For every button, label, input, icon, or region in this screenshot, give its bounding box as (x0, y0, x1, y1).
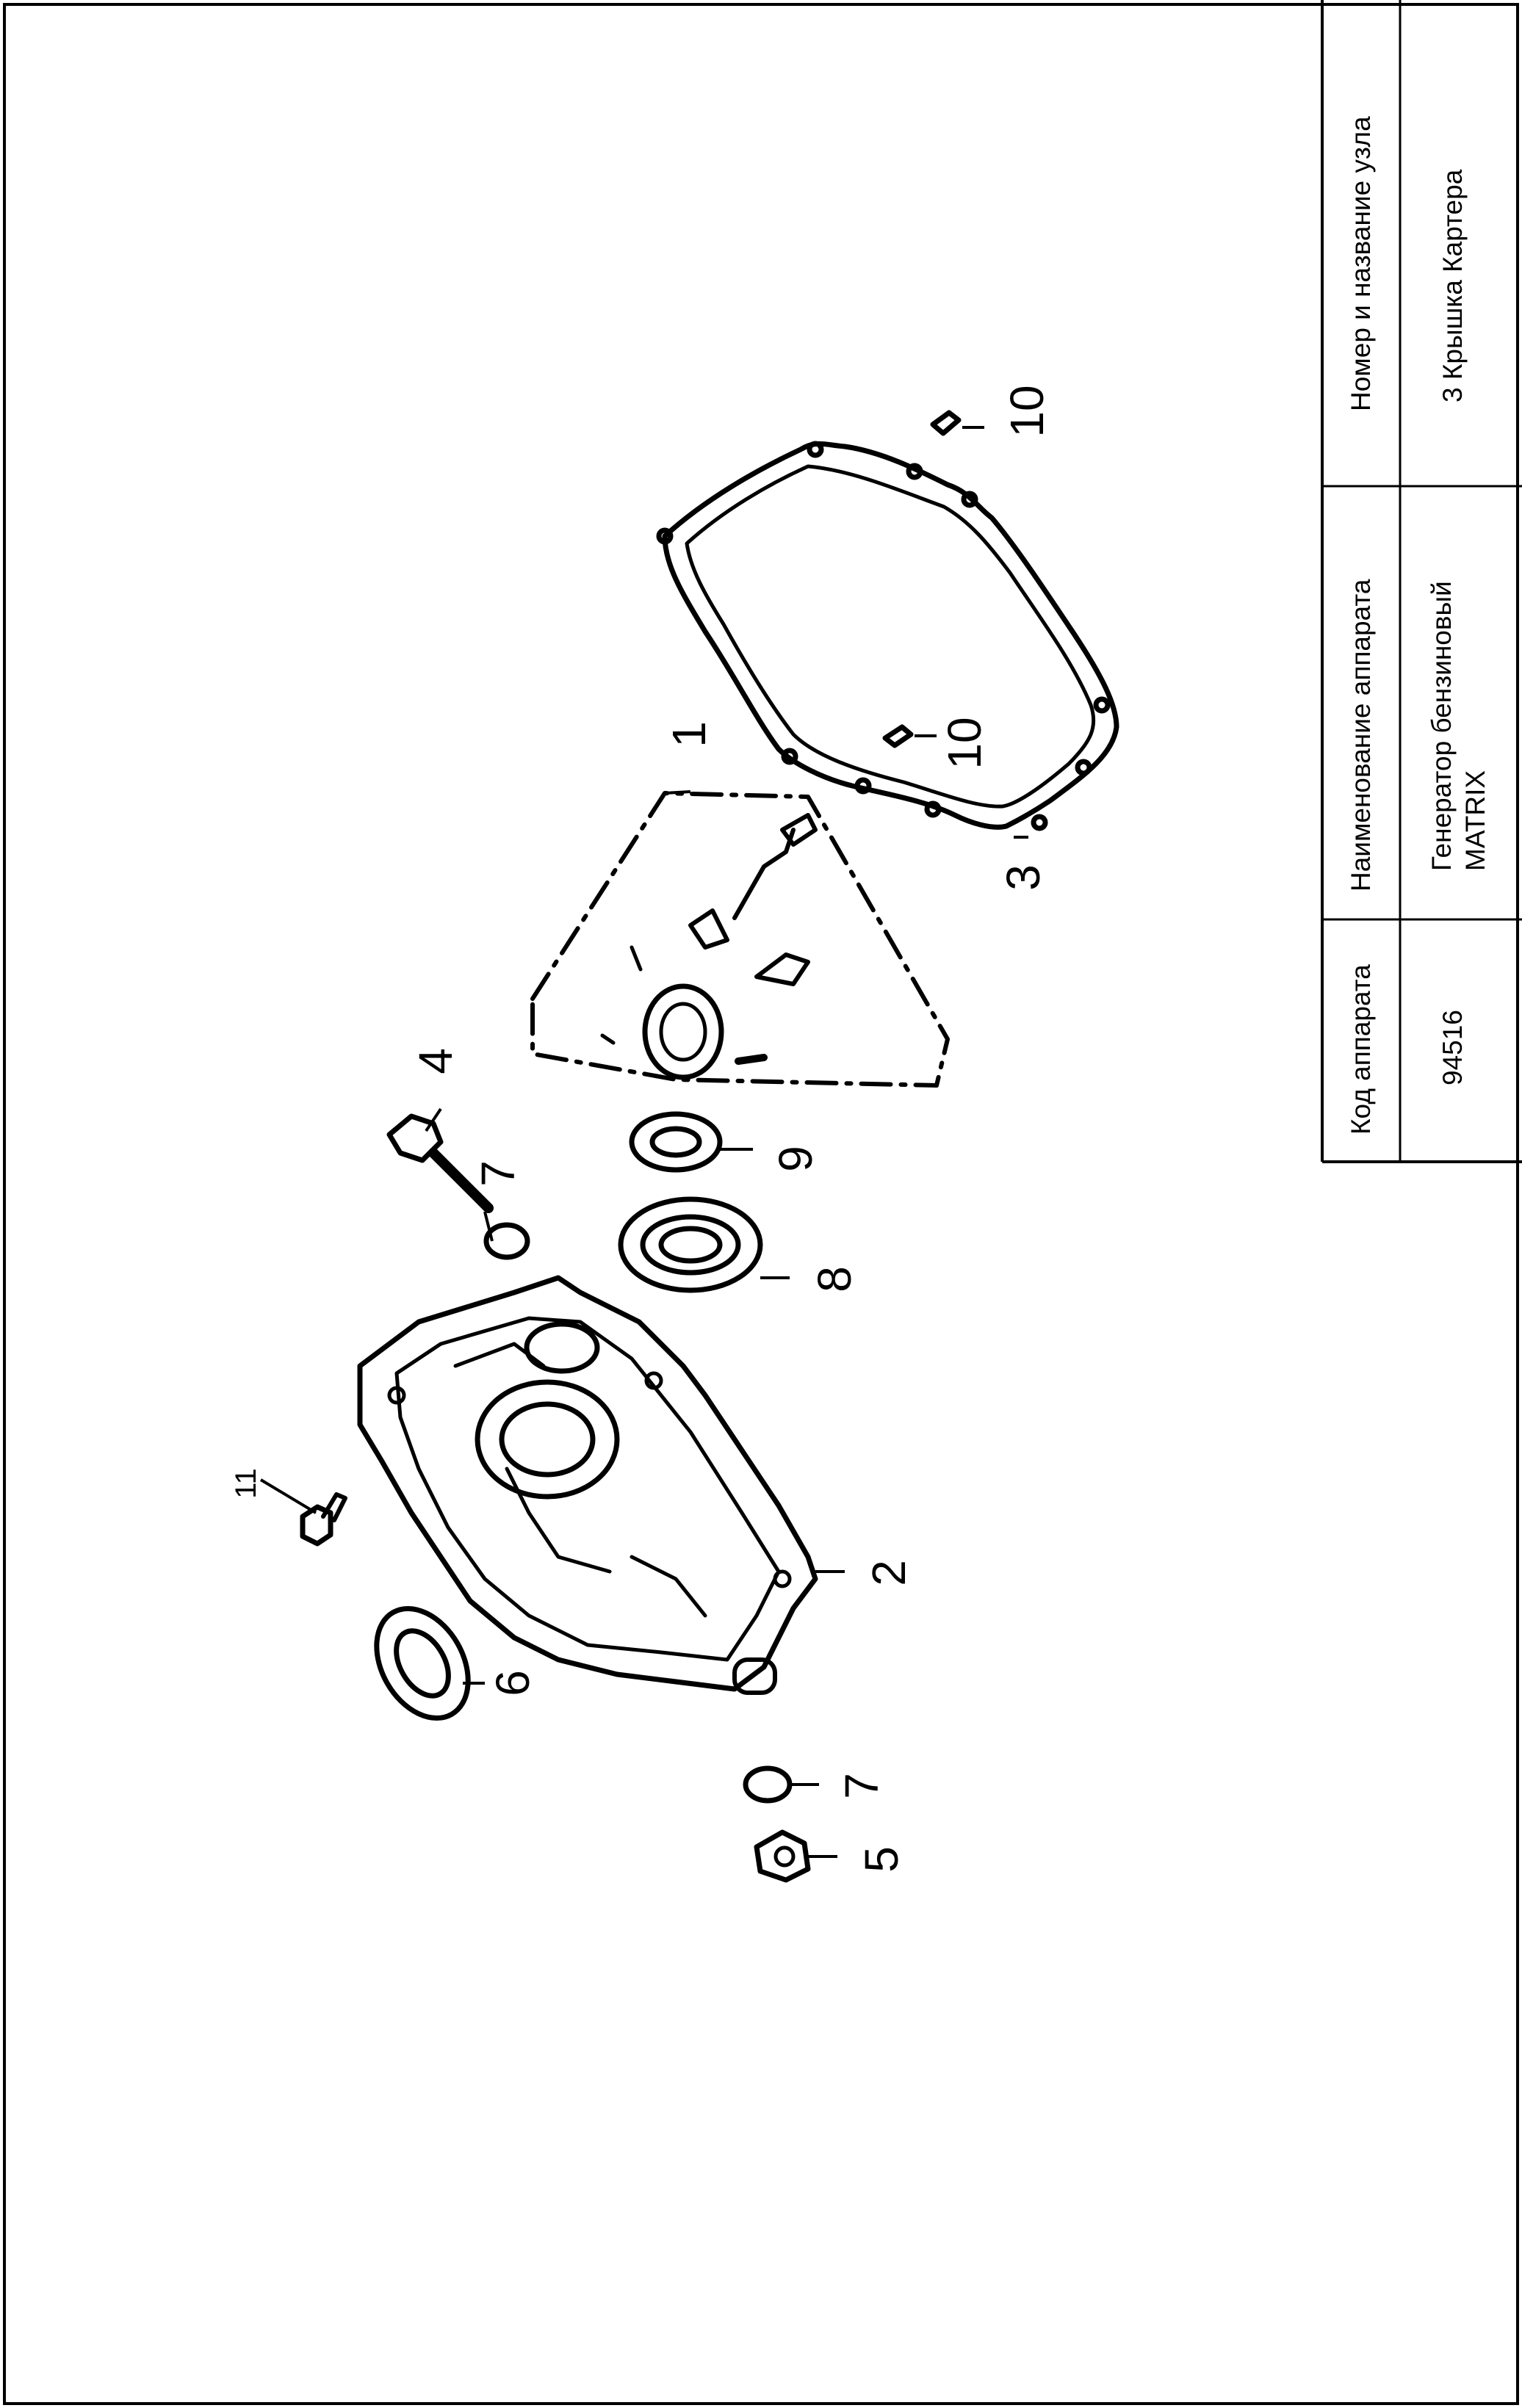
bolt-part-4 (386, 1113, 494, 1213)
callout-5: 5 (855, 1846, 908, 1873)
governor-group-part-1 (530, 791, 950, 1088)
oil-seal-part-6 (374, 1605, 471, 1721)
callout-6: 6 (486, 1670, 539, 1696)
callout-3: 3 (997, 864, 1050, 891)
screw-part-11 (300, 1492, 347, 1547)
callout-1: 1 (663, 721, 715, 748)
callout-8: 8 (808, 1266, 861, 1292)
callout-9: 9 (769, 1146, 822, 1172)
leader-lines (259, 426, 1028, 1858)
callout-labels: 10 10 3 1 4 7 9 8 2 6 11 7 5 (230, 385, 1053, 1872)
washer-part-7-lower (743, 1765, 793, 1804)
drawing-frame (3, 3, 1519, 2405)
pin-part-10-upper (930, 410, 962, 436)
plug-part-5 (754, 1829, 811, 1883)
callout-7-lower: 7 (835, 1773, 888, 1799)
gasket-part-3 (656, 441, 1119, 831)
pin-part-10-lower (882, 724, 914, 748)
bearing-part-9 (629, 1111, 723, 1173)
callout-4: 4 (409, 1048, 462, 1074)
callout-11: 11 (230, 1468, 262, 1499)
callout-2: 2 (862, 1560, 915, 1586)
washer-part-7-upper (483, 1222, 530, 1260)
crankcase-cover-part-2 (357, 1275, 818, 1695)
callout-10-lower: 10 (938, 717, 991, 769)
callout-7-upper: 7 (472, 1160, 524, 1187)
bearing-part-8 (618, 1196, 763, 1293)
callout-10-upper: 10 (1000, 385, 1053, 437)
